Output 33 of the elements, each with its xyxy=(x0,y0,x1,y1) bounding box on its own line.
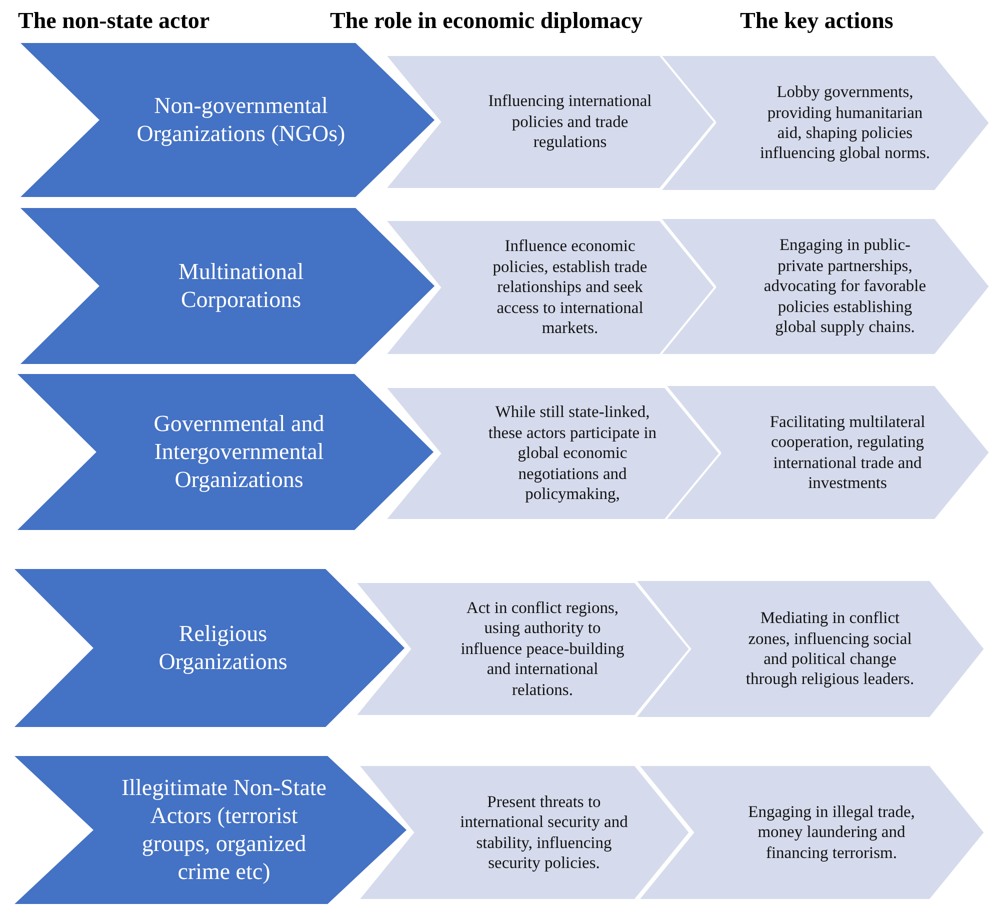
chevron-panel xyxy=(15,373,435,531)
chevron-panel xyxy=(660,218,990,355)
chevron-panel xyxy=(385,220,715,355)
chevron-label: Multinational Corporations xyxy=(177,258,305,314)
chevron-label: Act in conflict regions, using authority to influence peace-building and international relations. xyxy=(460,598,626,700)
chevron-label: Non-governmental Organizations (NGOs) xyxy=(136,92,346,148)
chevron-panel xyxy=(638,765,985,900)
chevron-panel xyxy=(358,765,690,900)
chevron-panel xyxy=(18,207,436,365)
column-heading: The key actions xyxy=(740,8,894,34)
chevron-label: Engaging in public-private partnerships, advocating for favorable policies establishing global supply chains. xyxy=(762,235,928,338)
chevron-panel xyxy=(660,55,990,191)
chevron-panel xyxy=(665,385,990,520)
chevron-panel xyxy=(385,387,720,520)
chevron-label: Present threats to international security and stability, influencing security policies. xyxy=(459,792,629,874)
chevron-label: Illegitimate Non-State Actors (terrorist groups, organized crime etc) xyxy=(120,774,328,886)
chevron-label: Engaging in illegal trade, money laundering and financing terrorism. xyxy=(747,802,916,864)
chevron-panel xyxy=(355,582,690,716)
chevron-label: Facilitating multilateral cooperation, regulating international trade and investments xyxy=(768,412,926,494)
chevron-panel xyxy=(18,42,436,198)
chevron-panel xyxy=(12,755,408,905)
column-heading: The role in economic diplomacy xyxy=(330,8,643,34)
chevron-label: While still state-linked, these actors participate in global economic negotiations and policymaking, xyxy=(487,402,658,505)
chevron-label: Influencing international policies and trade regulations xyxy=(487,91,653,153)
chevron-panel xyxy=(635,580,985,718)
chevron-label: Mediating in conflict zones, influencing social and political change through religious leaders. xyxy=(744,608,916,690)
chevron-panel xyxy=(385,55,715,189)
chevron-label: Lobby governments, providing humanitarian aid, shaping policies influencing global norms. xyxy=(759,82,931,164)
chevron-panel xyxy=(12,568,406,728)
chevron-label: Governmental and Intergovernmental Organizations xyxy=(152,410,326,494)
chevron-label: Religious Organizations xyxy=(158,620,288,676)
column-heading: The non-state actor xyxy=(18,8,210,34)
chevron-label: Influence economic policies, establish trade relationships and seek access to international markets. xyxy=(492,236,648,339)
